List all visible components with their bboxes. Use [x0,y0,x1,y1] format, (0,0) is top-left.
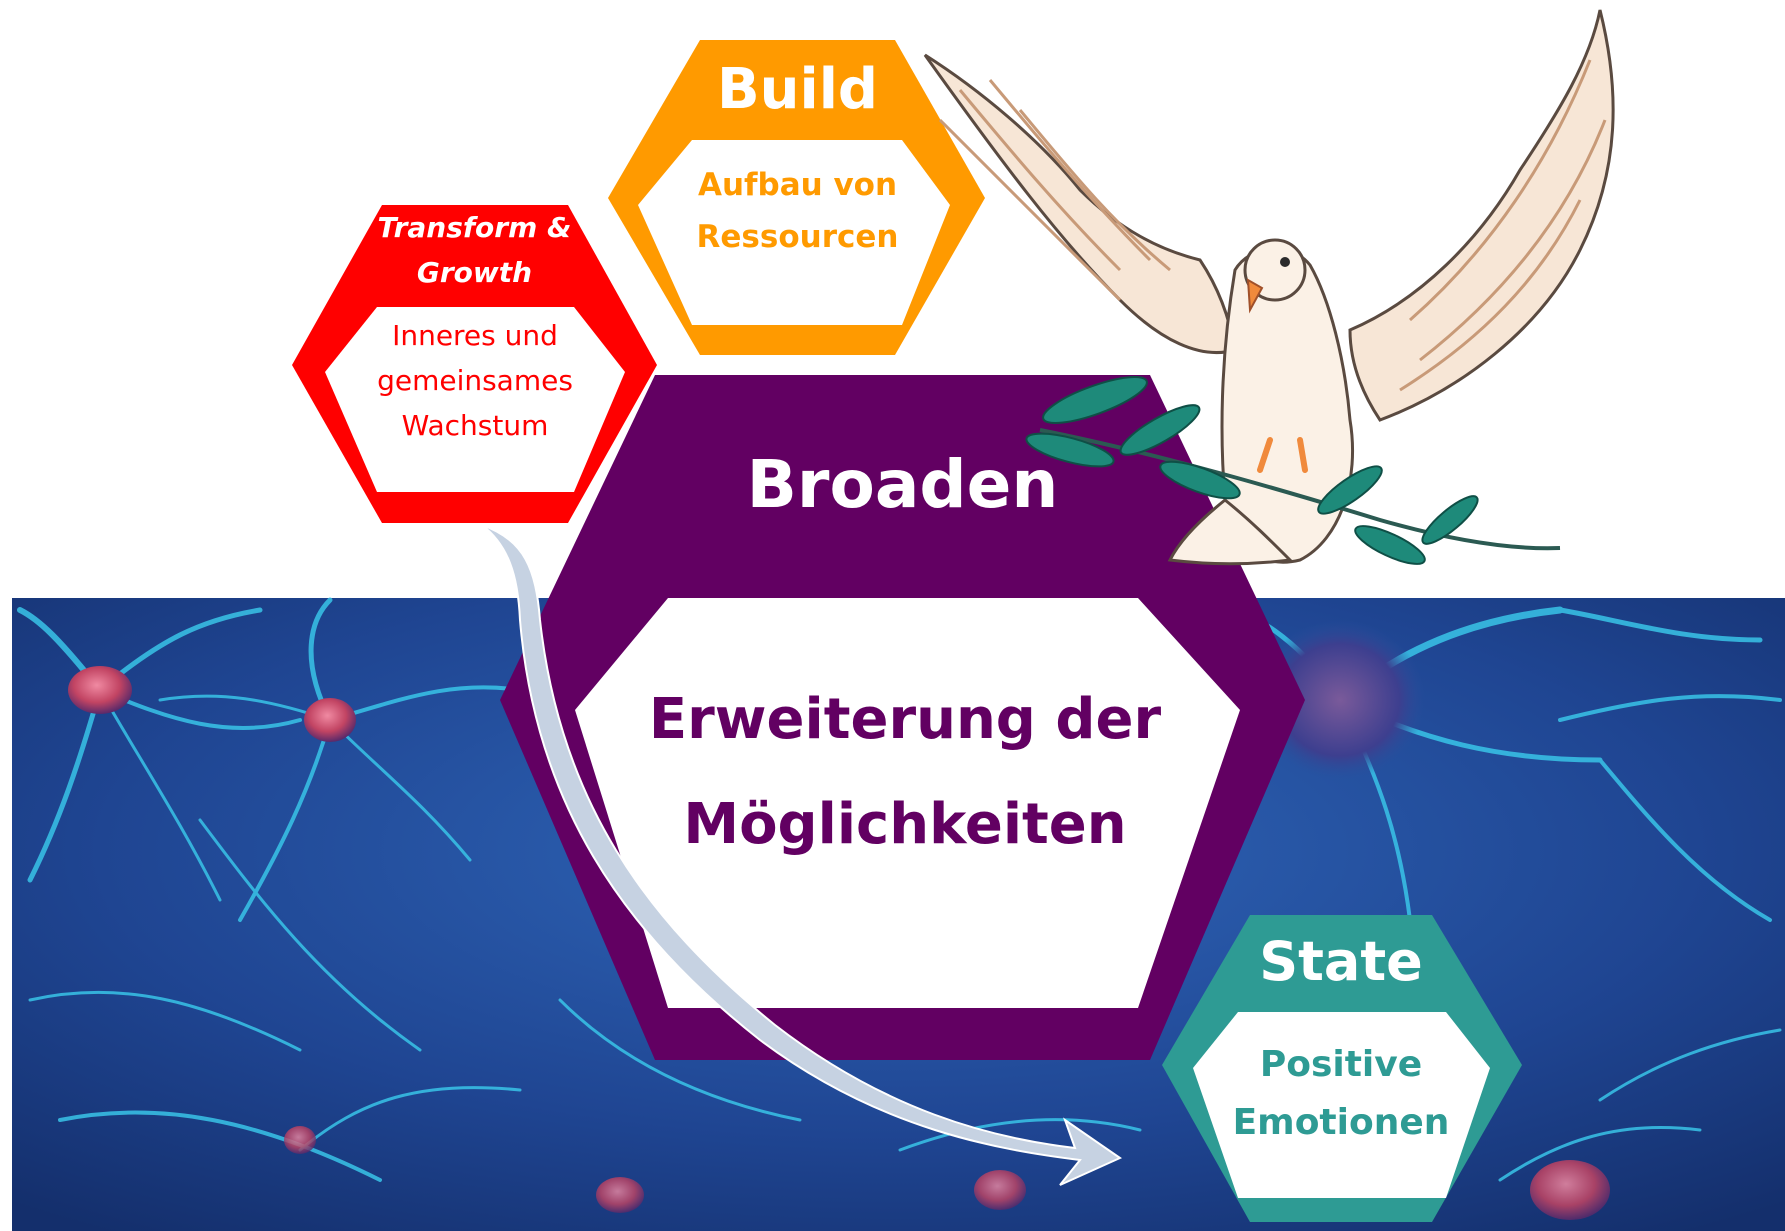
neuron-body-blurred [1255,620,1425,780]
neuron-body [284,1126,316,1154]
transform-title-line2: Growth [416,256,533,289]
state-body-line2: Emotionen [1232,1102,1450,1143]
build-hexagon [608,40,985,355]
neuron-body [1530,1160,1610,1220]
build-body-line1: Aufbau von [697,167,898,203]
broaden-title: Broaden [746,446,1059,523]
broaden-body-line1: Erweiterung der [648,687,1162,752]
curved-arrow-icon [481,524,1123,1186]
neuron-dendrites [17,597,1782,1182]
broaden-hexagon [500,375,1305,1060]
broaden-body-line2: Möglichkeiten [683,792,1127,857]
dove-feet [1257,437,1308,473]
build-hexagon-inner [638,140,950,325]
arrow-shape [481,524,1123,1186]
dove-with-olive-branch-icon [923,9,1615,566]
build-body-line2: Ressourcen [696,219,899,255]
neuron-body [974,1170,1026,1210]
dove-right-feathers [1399,59,1607,392]
neuron-body [68,666,132,714]
build-title: Build [716,57,879,122]
neuron-body [304,698,356,742]
state-title: State [1259,930,1423,993]
state-hexagon-inner [1193,1012,1490,1198]
transform-hexagon-inner [325,307,625,492]
transform-body-line2: gemeinsames [377,364,573,397]
dove-right-wing [1348,9,1615,422]
dove-head [1243,238,1307,302]
transform-body-line3: Wachstum [401,409,549,442]
olive-leaves [1025,376,1479,565]
broaden-hexagon-inner [575,598,1240,1008]
transform-body-line1: Inneres und [392,319,558,352]
dove-tail [1167,498,1294,566]
dove-left-feathers [938,79,1171,302]
dove-beak [1246,278,1264,314]
dove-eye [1280,257,1290,267]
state-body-line1: Positive [1259,1044,1423,1085]
neuron-body [596,1177,644,1213]
transform-title-line1: Transform & [377,211,572,244]
state-hexagon [1162,915,1522,1222]
transform-hexagon [292,205,657,523]
